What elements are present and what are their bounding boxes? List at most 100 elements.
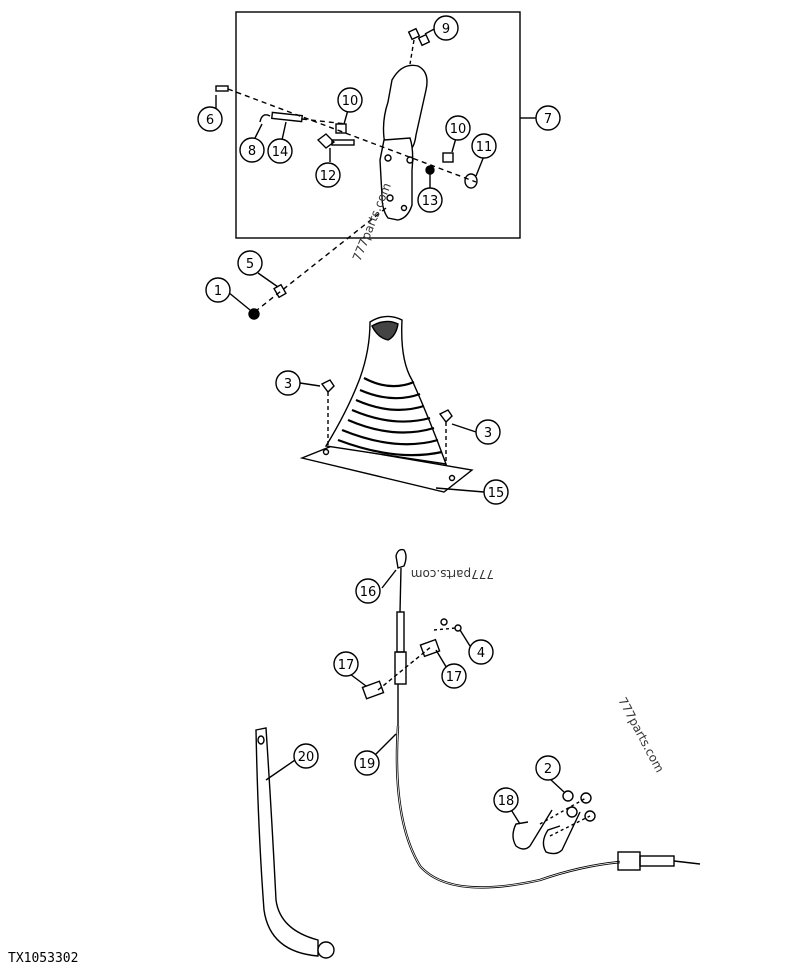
bolt-4-b bbox=[454, 624, 462, 632]
leader-17-left bbox=[349, 673, 367, 687]
switch-part-a bbox=[407, 27, 421, 41]
leader-8 bbox=[253, 123, 263, 141]
callout-2: 2 bbox=[535, 755, 561, 781]
svg-text:14: 14 bbox=[272, 145, 289, 160]
leader-14 bbox=[281, 121, 287, 141]
axis-nut-2-b bbox=[549, 815, 591, 837]
callout-3-right: 3 bbox=[475, 419, 501, 445]
leader-19 bbox=[371, 733, 397, 759]
svg-text:19: 19 bbox=[359, 757, 376, 772]
handle-hole-lower bbox=[386, 194, 394, 202]
axis-line-14 bbox=[301, 118, 347, 125]
axis-line-5 bbox=[251, 207, 387, 315]
cable-fitting bbox=[394, 651, 407, 685]
svg-text:17: 17 bbox=[338, 658, 355, 673]
boot-hole-right bbox=[448, 474, 456, 482]
callout-17-right: 17 bbox=[441, 663, 467, 689]
cable-end-rod bbox=[639, 855, 675, 867]
nut-2-c bbox=[566, 806, 578, 818]
axis-bolt-4 bbox=[433, 627, 457, 631]
handle-assembly-group bbox=[215, 11, 536, 239]
boot-hole-left bbox=[322, 448, 330, 456]
bolt-4-a bbox=[440, 618, 448, 626]
cable-sleeve bbox=[396, 611, 405, 653]
leader-15 bbox=[435, 487, 485, 493]
clip-8 bbox=[259, 114, 271, 123]
bracket-17-left bbox=[361, 680, 385, 700]
boot-group bbox=[299, 315, 485, 493]
leader-3-left bbox=[299, 382, 321, 387]
callout-18: 18 bbox=[493, 787, 519, 813]
axis-line-6 bbox=[227, 88, 477, 183]
callout-11: 11 bbox=[471, 133, 497, 159]
callout-1: 1 bbox=[205, 277, 231, 303]
leader-dash-9 bbox=[409, 39, 415, 65]
screw-3-left bbox=[320, 379, 335, 394]
screw-12-shank bbox=[331, 139, 355, 146]
callout-8: 8 bbox=[239, 137, 265, 163]
cable-end-tip bbox=[673, 860, 701, 865]
handle-hole-right bbox=[406, 156, 414, 164]
svg-text:18: 18 bbox=[498, 794, 515, 809]
svg-text:3: 3 bbox=[484, 426, 492, 441]
leader-2 bbox=[549, 778, 565, 793]
callouts: 9 7 6 10 10 11 8 14 12 13 5 1 3 3 15 16 … bbox=[197, 15, 561, 813]
leader-4 bbox=[459, 629, 471, 647]
callout-6: 6 bbox=[197, 106, 223, 132]
handle-grip bbox=[382, 64, 428, 151]
callout-4: 4 bbox=[468, 639, 494, 665]
callout-10-left: 10 bbox=[337, 87, 363, 113]
callout-10-right: 10 bbox=[445, 115, 471, 141]
screw-12-head bbox=[316, 133, 336, 149]
watermark-1: 777parts.com bbox=[350, 181, 394, 263]
lever-hole bbox=[257, 735, 265, 745]
lever-end bbox=[317, 941, 335, 959]
svg-text:1: 1 bbox=[214, 284, 222, 299]
callout-15: 15 bbox=[483, 479, 509, 505]
svg-text:13: 13 bbox=[422, 194, 439, 209]
u-bolt-18-b bbox=[542, 811, 581, 855]
leader-5 bbox=[257, 272, 279, 288]
svg-text:6: 6 bbox=[206, 113, 214, 128]
cable-group bbox=[349, 548, 701, 889]
nut-13 bbox=[425, 165, 435, 175]
svg-text:4: 4 bbox=[477, 646, 485, 661]
bracket-17-right bbox=[419, 638, 441, 658]
callout-13: 13 bbox=[417, 187, 443, 213]
nut-2-d bbox=[584, 810, 596, 822]
svg-text:3: 3 bbox=[284, 377, 292, 392]
switch-part-b bbox=[417, 33, 431, 47]
svg-text:16: 16 bbox=[360, 585, 377, 600]
leader-3-right bbox=[451, 423, 477, 433]
callout-12: 12 bbox=[315, 162, 341, 188]
cable-rod bbox=[399, 567, 402, 613]
callout-19: 19 bbox=[354, 750, 380, 776]
screw-3-right bbox=[438, 409, 453, 424]
callout-20: 20 bbox=[293, 743, 319, 769]
boot-base-plate bbox=[299, 445, 474, 493]
handle-assembly-frame bbox=[235, 11, 521, 239]
part-1 bbox=[248, 308, 260, 320]
clevis-16 bbox=[395, 548, 407, 569]
boot-opening bbox=[371, 320, 399, 341]
leader-11 bbox=[475, 155, 485, 177]
boot-ribs bbox=[337, 377, 443, 457]
lever-group bbox=[255, 727, 335, 959]
leader-16 bbox=[381, 569, 397, 589]
nut-2-b bbox=[580, 792, 592, 804]
svg-text:10: 10 bbox=[342, 94, 359, 109]
handle-hole-upper bbox=[384, 154, 392, 162]
leader-20 bbox=[265, 757, 299, 781]
figure-id: TX1053302 bbox=[8, 951, 78, 966]
watermark-3: 777parts.com bbox=[615, 695, 666, 775]
svg-text:9: 9 bbox=[442, 22, 450, 37]
svg-text:20: 20 bbox=[298, 750, 315, 765]
callout-9: 9 bbox=[433, 15, 459, 41]
handle-base bbox=[379, 137, 414, 221]
svg-text:2: 2 bbox=[544, 762, 552, 777]
part-5 bbox=[273, 283, 287, 299]
bushing-10-left bbox=[335, 123, 347, 134]
callout-16: 16 bbox=[355, 578, 381, 604]
callout-14: 14 bbox=[267, 138, 293, 164]
